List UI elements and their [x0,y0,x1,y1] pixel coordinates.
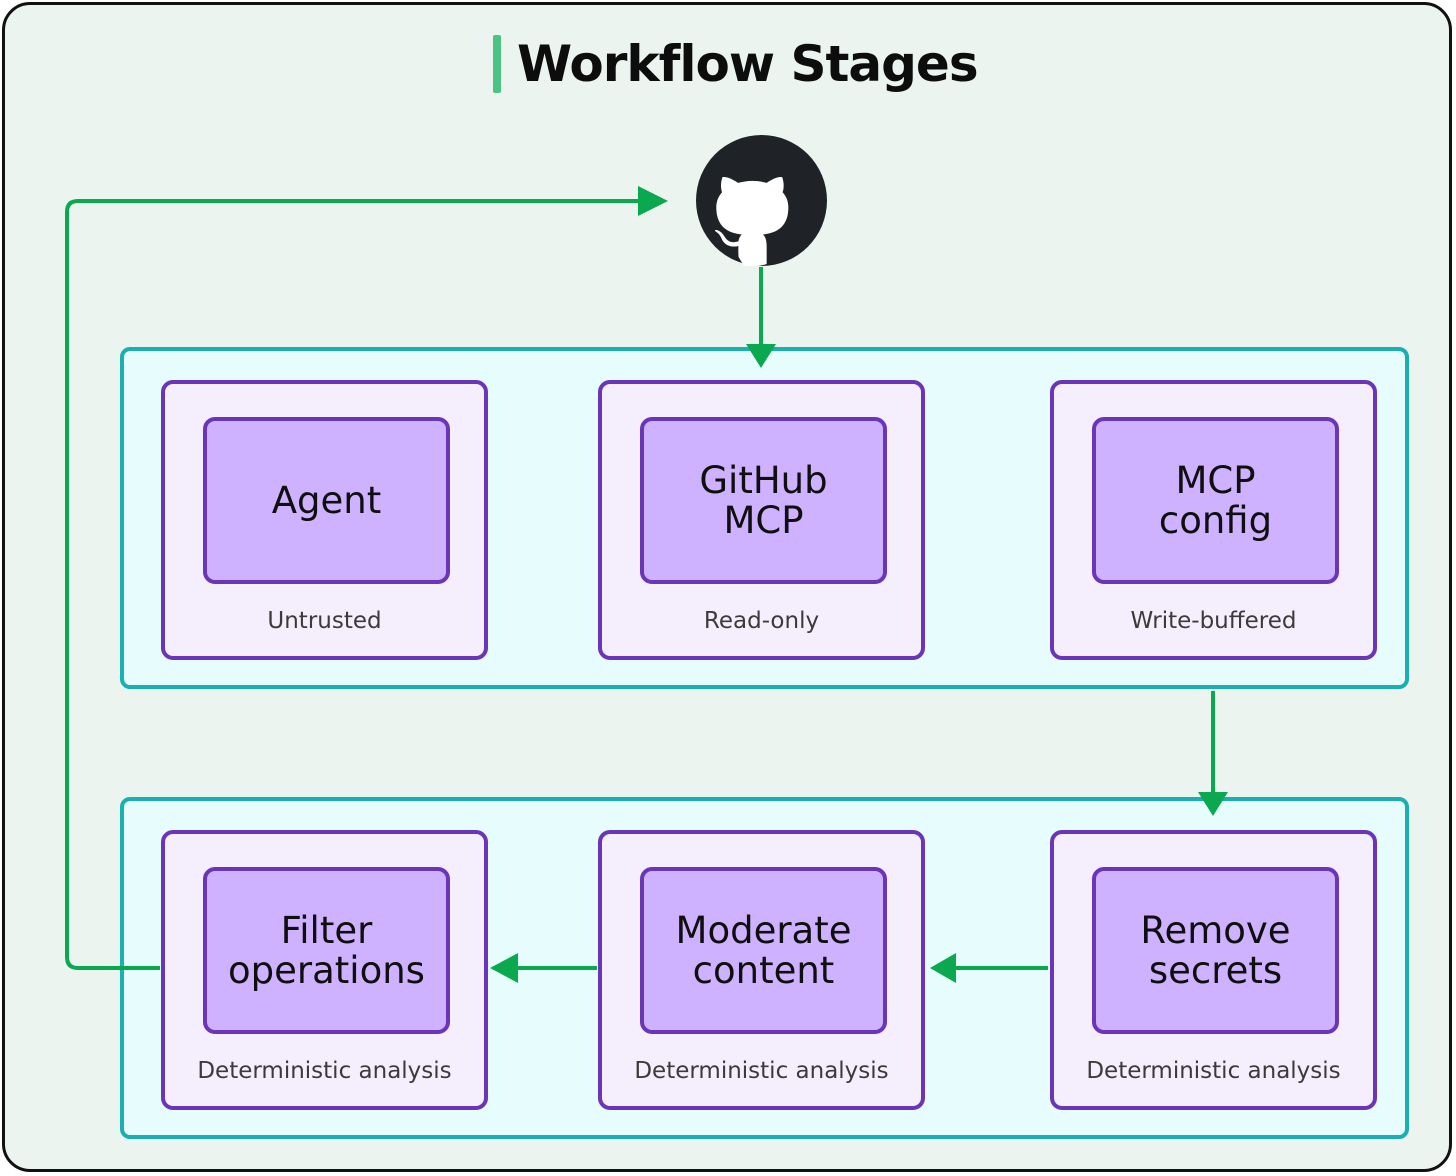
github-icon [696,135,827,266]
stage-sub-mcp-config: Write-buffered [1130,608,1297,634]
stage-card-filter-operations: Filter operations Deterministic analysis [161,830,488,1110]
stage-sub-github-mcp: Read-only [703,608,820,634]
stage-label-github-mcp: GitHub MCP [699,458,828,542]
stage-label-mcp-config: MCP config [1158,458,1273,542]
diagram-title: Workflow Stages [517,35,979,93]
stage-box-mcp-config: MCP config [1092,417,1339,584]
stage-sub-remove-secrets: Deterministic analysis [1086,1058,1341,1084]
stage-sub-agent: Untrusted [267,608,382,634]
stage-label-agent: Agent [271,478,382,522]
stage-card-remove-secrets: Remove secrets Deterministic analysis [1050,830,1377,1110]
stage-label-moderate-content: Moderate content [675,908,852,992]
title-block: Workflow Stages [493,34,979,94]
title-accent-bar [493,35,501,93]
stage-box-filter-operations: Filter operations [203,867,450,1034]
stage-box-agent: Agent [203,417,450,584]
stage-card-moderate-content: Moderate content Deterministic analysis [598,830,925,1110]
stage-label-remove-secrets: Remove secrets [1140,908,1291,992]
stage-card-agent: Agent Untrusted [161,380,488,660]
stage-group-top: Agent Untrusted GitHub MCP Read-only MCP… [120,347,1409,689]
stage-sub-moderate-content: Deterministic analysis [634,1058,889,1084]
stage-box-github-mcp: GitHub MCP [640,417,887,584]
stage-card-mcp-config: MCP config Write-buffered [1050,380,1377,660]
stage-box-remove-secrets: Remove secrets [1092,867,1339,1034]
stage-group-bottom: Filter operations Deterministic analysis… [120,797,1409,1139]
stage-box-moderate-content: Moderate content [640,867,887,1034]
stage-card-github-mcp: GitHub MCP Read-only [598,380,925,660]
stage-sub-filter-operations: Deterministic analysis [197,1058,452,1084]
stage-label-filter-operations: Filter operations [228,908,425,992]
